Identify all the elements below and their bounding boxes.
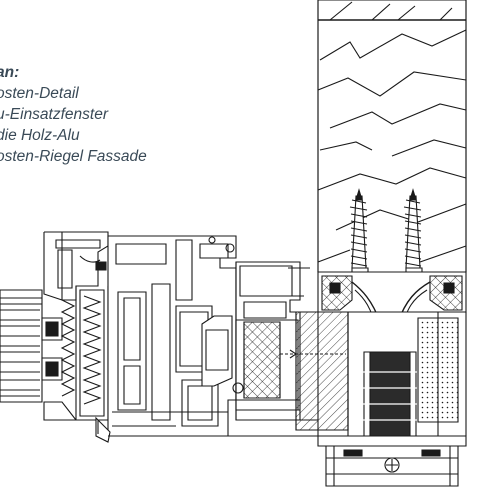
glazing-unit: [0, 290, 62, 402]
caption-heading: an:: [0, 64, 20, 81]
caption-line-1: osten-Detail: [0, 85, 79, 102]
sash-profile: [44, 232, 108, 420]
drawing-caption: an: osten-Detail u-Einsatzfenster die Ho…: [0, 62, 147, 167]
timber-post: [318, 0, 466, 272]
coupling-profile: [202, 262, 348, 430]
caption-line-3: die Holz-Alu: [0, 127, 80, 144]
caption-line-4: osten-Riegel Fassade: [0, 148, 147, 165]
caption-line-2: u-Einsatzfenster: [0, 106, 108, 123]
cover-cap: [318, 436, 466, 486]
pressure-profile: [318, 312, 466, 436]
